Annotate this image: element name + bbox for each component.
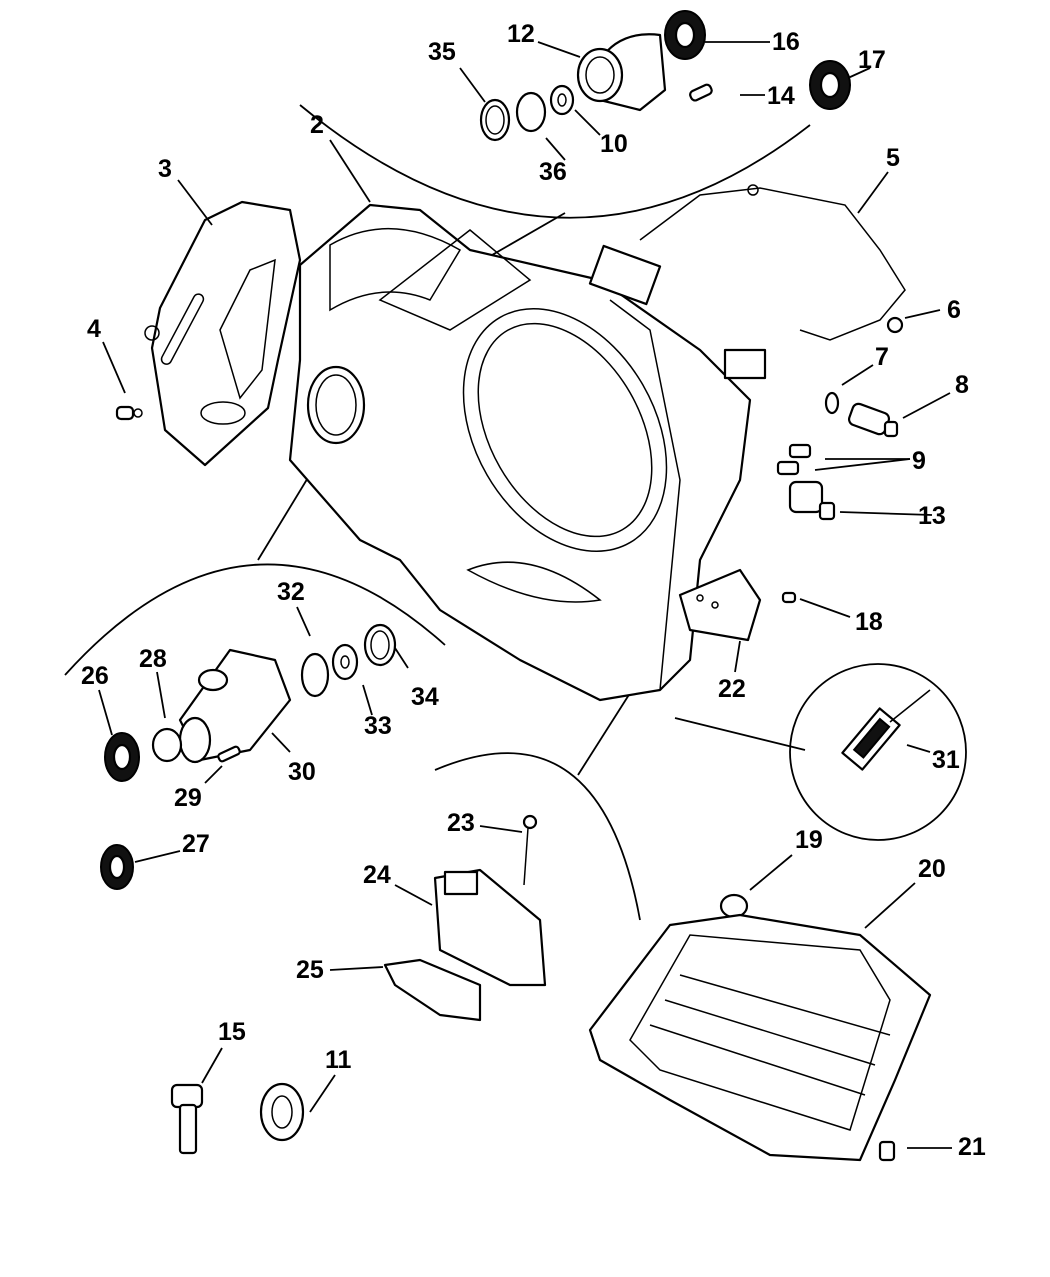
part-3-cover-plate[interactable] bbox=[144, 200, 302, 467]
callout-13: 13 bbox=[918, 502, 946, 530]
callout-11: 11 bbox=[325, 1046, 352, 1074]
part-20-oil-pan[interactable] bbox=[588, 913, 932, 1162]
part-6-plug[interactable] bbox=[886, 316, 904, 334]
connector-31-detail bbox=[674, 717, 806, 751]
part-16-seal[interactable] bbox=[664, 10, 706, 60]
callout-36: 36 bbox=[539, 158, 567, 186]
part-21-drain-plug[interactable] bbox=[878, 1140, 896, 1162]
callout-3: 3 bbox=[158, 155, 172, 183]
callout-6: 6 bbox=[947, 296, 961, 324]
callout-12: 12 bbox=[507, 20, 535, 48]
part-36-o-ring[interactable] bbox=[515, 91, 547, 133]
part-11-washer[interactable] bbox=[259, 1082, 305, 1142]
part-19-plug[interactable] bbox=[719, 893, 749, 919]
part-12-extension-housing[interactable] bbox=[576, 33, 667, 112]
callout-27: 27 bbox=[182, 830, 210, 858]
callout-19: 19 bbox=[795, 826, 823, 854]
callout-23: 23 bbox=[447, 809, 475, 837]
callout-9: 9 bbox=[912, 447, 926, 475]
callout-22: 22 bbox=[718, 675, 746, 703]
part-33-washer[interactable] bbox=[331, 643, 359, 681]
callout-33: 33 bbox=[364, 712, 392, 740]
callout-5: 5 bbox=[886, 144, 900, 172]
part-22-valve-body[interactable] bbox=[678, 568, 762, 642]
callout-28: 28 bbox=[139, 645, 167, 673]
callout-labels: 2 3 4 5 6 7 8 9 10 11 12 13 14 15 16 17 … bbox=[81, 20, 986, 1161]
part-35-seal[interactable] bbox=[479, 98, 511, 142]
part-25-gasket[interactable] bbox=[383, 958, 482, 1022]
part-30-adapter-housing[interactable] bbox=[178, 648, 292, 764]
part-34-seal[interactable] bbox=[363, 623, 397, 667]
callout-14: 14 bbox=[767, 82, 795, 110]
callout-32: 32 bbox=[277, 578, 305, 606]
part-23-bolt[interactable] bbox=[522, 814, 538, 886]
part-10-washer[interactable] bbox=[549, 84, 575, 116]
callout-7: 7 bbox=[875, 343, 889, 371]
callout-26: 26 bbox=[81, 662, 109, 690]
part-14-bolt[interactable] bbox=[689, 83, 713, 102]
callout-31: 31 bbox=[932, 746, 960, 774]
part-5-gasket[interactable] bbox=[639, 184, 906, 341]
part-7-o-ring[interactable] bbox=[824, 391, 840, 415]
part-4-bolt[interactable] bbox=[115, 405, 143, 421]
part-27-seal[interactable] bbox=[100, 844, 134, 890]
callout-10: 10 bbox=[600, 130, 628, 158]
leader-lines bbox=[98, 41, 952, 1149]
callout-30: 30 bbox=[288, 758, 316, 786]
part-15-bolt[interactable] bbox=[170, 1083, 204, 1155]
callout-16: 16 bbox=[772, 28, 800, 56]
part-9-fittings[interactable] bbox=[776, 443, 812, 476]
part-2-transmission-case[interactable] bbox=[288, 203, 767, 702]
part-18-bolt[interactable] bbox=[781, 591, 797, 604]
callout-34: 34 bbox=[411, 683, 439, 711]
part-13-sensor[interactable] bbox=[788, 480, 836, 521]
callout-21: 21 bbox=[958, 1133, 986, 1161]
callout-15: 15 bbox=[218, 1018, 246, 1046]
detail-arc-bottom bbox=[434, 752, 641, 921]
callout-8: 8 bbox=[955, 371, 969, 399]
callout-20: 20 bbox=[918, 855, 946, 883]
callout-35: 35 bbox=[428, 38, 456, 66]
callout-18: 18 bbox=[855, 608, 883, 636]
callout-24: 24 bbox=[363, 861, 391, 889]
part-32-o-ring[interactable] bbox=[300, 652, 330, 698]
callout-17: 17 bbox=[858, 46, 886, 74]
part-26-seal[interactable] bbox=[104, 732, 140, 782]
part-24-tcm-module[interactable] bbox=[433, 868, 547, 987]
detail-arc-left bbox=[64, 563, 446, 676]
callout-25: 25 bbox=[296, 956, 324, 984]
callout-4: 4 bbox=[87, 315, 101, 343]
callout-2: 2 bbox=[310, 111, 324, 139]
part-28-bearing[interactable] bbox=[151, 727, 183, 763]
part-29-bolt[interactable] bbox=[217, 745, 241, 763]
detail-circle-31 bbox=[789, 663, 967, 841]
part-31-solenoid[interactable] bbox=[841, 689, 931, 771]
part-8-sensor[interactable] bbox=[847, 402, 899, 438]
callout-29: 29 bbox=[174, 784, 202, 812]
part-17-seal[interactable] bbox=[809, 60, 851, 110]
